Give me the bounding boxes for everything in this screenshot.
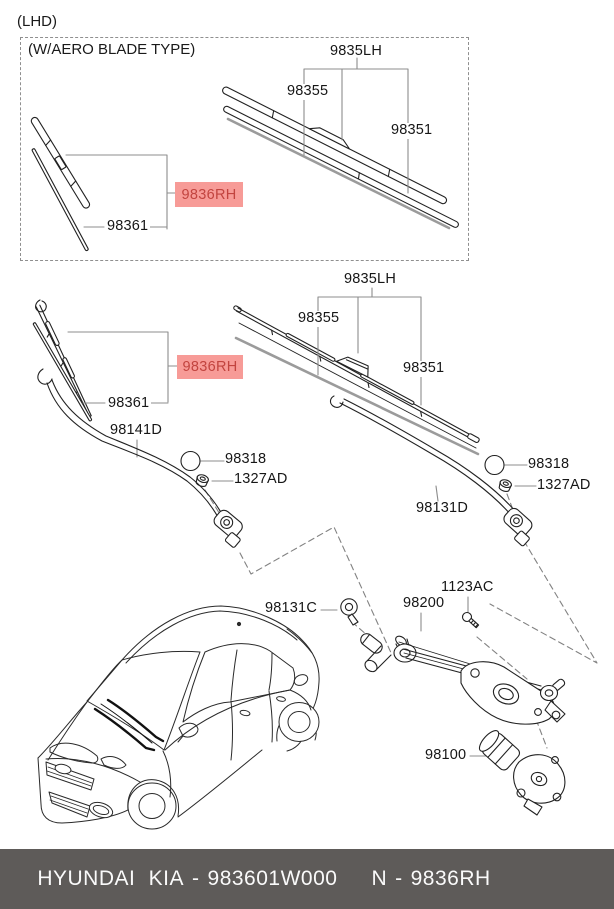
- wiper-motor-drawing: [478, 730, 566, 816]
- aero-blade-right-drawing: [222, 86, 459, 230]
- footer-brand: HYUNDAI KIA: [37, 867, 185, 890]
- part-label-nut-1327ad-right[interactable]: 1327AD: [537, 477, 591, 493]
- aero-section-leader-lines: [65, 57, 409, 230]
- footer-ref-label: N: [371, 867, 388, 890]
- drive-type-note: (LHD): [17, 13, 57, 30]
- footer-ref-part: 9836RH: [410, 867, 491, 890]
- part-label-std-9836rh-highlighted[interactable]: 9836RH: [177, 355, 243, 379]
- part-label-aero-98361[interactable]: 98361: [105, 218, 151, 235]
- footer-part-bar: HYUNDAI KIA - 983601W000 N - 9836RH: [0, 849, 614, 909]
- part-label-aero-9835lh[interactable]: 9835LH: [330, 43, 382, 59]
- vehicle-illustration: [37, 605, 320, 830]
- pivot-cap-98131c-drawing: [340, 598, 359, 626]
- part-label-aero-9836rh-highlighted[interactable]: 9836RH: [175, 182, 243, 207]
- pivot-nut-passenger-drawing: [498, 479, 512, 492]
- aero-blade-type-box: [20, 37, 469, 261]
- standard-blade-right-drawing: [233, 305, 480, 456]
- footer-separator: -: [192, 867, 200, 890]
- wiper-arm-passenger-drawing: [329, 395, 533, 547]
- part-label-nut-1327ad-left[interactable]: 1327AD: [234, 471, 288, 487]
- wiper-linkage-drawing: [360, 633, 566, 725]
- part-label-std-98361[interactable]: 98361: [106, 395, 152, 412]
- part-label-std-9835lh[interactable]: 9835LH: [344, 271, 396, 287]
- part-label-cap-98318-left[interactable]: 98318: [225, 451, 267, 467]
- part-label-aero-98355[interactable]: 98355: [285, 83, 331, 100]
- pivot-cap-driver-drawing: [180, 450, 201, 472]
- wiper-arm-driver-drawing: [37, 368, 243, 548]
- footer-separator-2: -: [395, 867, 403, 890]
- part-label-98131c[interactable]: 98131C: [265, 600, 317, 616]
- part-label-98200[interactable]: 98200: [403, 595, 445, 611]
- pivot-nut-driver-drawing: [195, 474, 209, 487]
- part-label-98100[interactable]: 98100: [425, 747, 467, 763]
- pivot-cap-passenger-drawing: [484, 454, 505, 476]
- mounting-bolt-drawing: [461, 611, 480, 629]
- part-label-std-98355[interactable]: 98355: [296, 310, 342, 327]
- part-label-aero-98351[interactable]: 98351: [389, 122, 435, 139]
- aero-blade-type-note: (W/AERO BLADE TYPE): [28, 41, 196, 58]
- footer-part-number: 983601W000: [207, 867, 338, 890]
- aero-blade-left-drawing: [30, 116, 91, 252]
- part-label-1123ac[interactable]: 1123AC: [441, 579, 494, 595]
- standard-blade-left-drawing: [32, 299, 93, 422]
- part-label-cap-98318-right[interactable]: 98318: [528, 456, 570, 472]
- part-label-arm-98131d[interactable]: 98131D: [416, 500, 468, 516]
- part-label-arm-98141d[interactable]: 98141D: [110, 422, 162, 438]
- vehicle-wipers-drawing: [93, 698, 165, 752]
- standard-section-leader-lines: [67, 287, 537, 757]
- part-label-std-98351[interactable]: 98351: [401, 360, 447, 377]
